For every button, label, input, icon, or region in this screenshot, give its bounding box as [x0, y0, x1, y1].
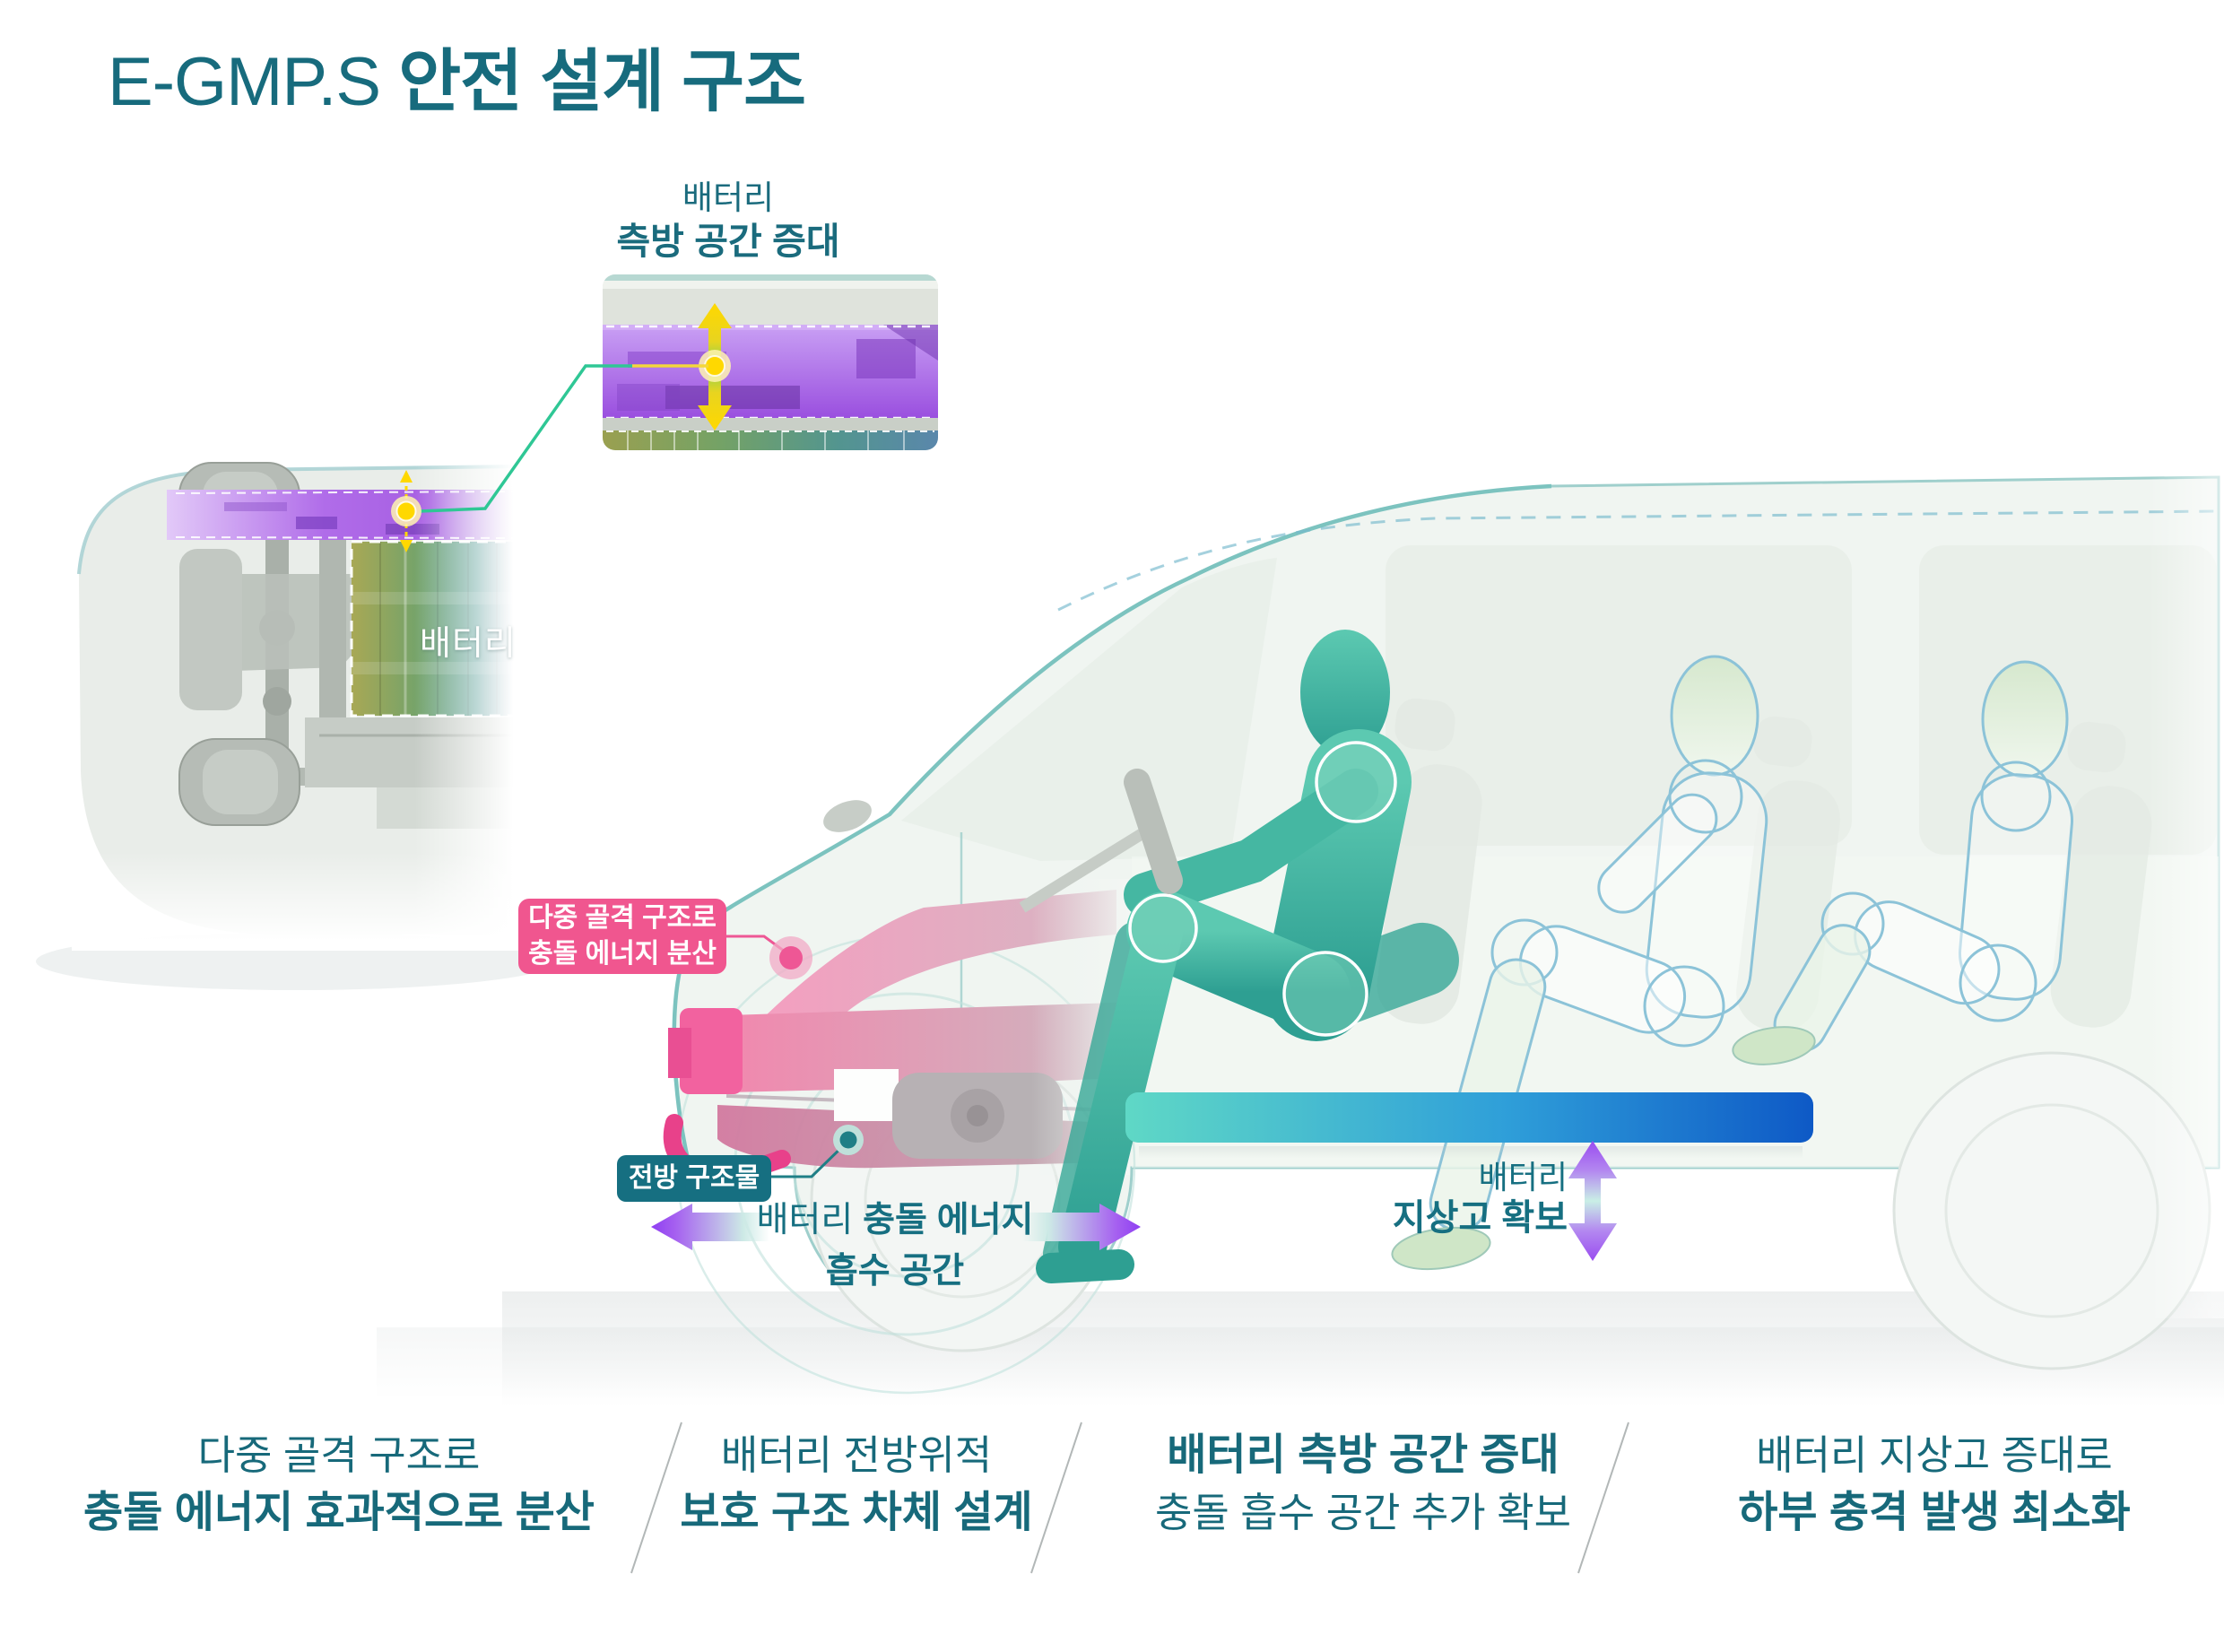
- footer-item-2-line1: 배터리 전방위적: [720, 1432, 993, 1478]
- windshield: [901, 558, 1277, 861]
- side-space-arrow-icon: [698, 303, 732, 430]
- footer-item-2-line2: 보호 구조 차체 설계: [680, 1489, 1033, 1536]
- roof-dashed-line: [1057, 509, 2220, 612]
- title-main: 안전 설계 구조: [398, 44, 806, 120]
- left-crash-arrow-icon: [651, 1204, 769, 1250]
- callout-multi-skeleton-line1: 다중 골격 구조로: [528, 903, 717, 933]
- crash-absorb-word-regular: 배터리: [756, 1201, 864, 1239]
- chassis-wheel-rear: [178, 738, 300, 826]
- driver-dummy: [1036, 630, 1459, 1283]
- teal-callout-connector: [771, 1125, 864, 1178]
- battery-side-inset: [603, 274, 938, 450]
- passenger-dummy-rear: [1732, 660, 2074, 1065]
- footer-item-1-line1: 다중 골격 구조로: [197, 1432, 481, 1478]
- pink-callout-connector: [726, 935, 812, 979]
- footer-item-3-line2: 충돌 흡수 공간 추가 확보: [1154, 1490, 1572, 1535]
- crash-absorb-word-bold: 충돌 에너지: [863, 1201, 1034, 1239]
- steering-wheel: [1019, 769, 1183, 913]
- page-title: E-GMP.S 안전 설계 구조: [108, 44, 806, 120]
- callout-multi-skeleton: 다중 골격 구조로 충돌 에너지 분산: [518, 899, 726, 974]
- side-window-rear: [1919, 545, 2217, 855]
- callout-front-structure: 전방 구조물: [617, 1155, 771, 1202]
- footer-item-4-line2: 하부 충격 발생 최소화: [1738, 1489, 2131, 1536]
- ground-clearance-line1: 배터리: [1478, 1159, 1568, 1196]
- title-prefix: E-GMP.S: [108, 44, 399, 120]
- footer-item-4-line1: 배터리 지상고 증대로: [1756, 1432, 2113, 1478]
- van-side-view: [663, 457, 2224, 1395]
- footer-dividers: [630, 1422, 1629, 1574]
- inset-label: 배터리 측방 공간 증대: [616, 178, 839, 264]
- inset-label-line2: 측방 공간 증대: [616, 221, 840, 262]
- footer-item-2: 배터리 전방위적 보호 구조 차체 설계: [680, 1428, 1032, 1543]
- chassis-battery-label: 배터리: [420, 625, 517, 663]
- side-window-mid: [1386, 545, 1852, 846]
- chassis-top-view: [72, 448, 531, 951]
- callout-ground-clearance: 배터리 지상고 확보: [1393, 1159, 1568, 1239]
- ground-clearance-line2: 지상고 확보: [1392, 1198, 1568, 1238]
- footer-item-3-line1: 배터리 측방 공간 증대: [1167, 1431, 1559, 1479]
- clearance-arrow-icon: [1568, 1141, 1617, 1261]
- inset-label-line1: 배터리: [682, 179, 775, 216]
- footer-item-4: 배터리 지상고 증대로 하부 충격 발생 최소화: [1738, 1428, 2130, 1543]
- footer-item-1: 다중 골격 구조로 충돌 에너지 효과적으로 분산: [83, 1428, 595, 1543]
- footer-item-1-line2: 충돌 에너지 효과적으로 분산: [83, 1489, 595, 1536]
- inset-callout-line: [391, 364, 708, 552]
- crash-absorb-line2: 흡수 공간: [825, 1252, 965, 1291]
- footer-item-3: 배터리 측방 공간 증대 충돌 흡수 공간 추가 확보: [1155, 1428, 1571, 1543]
- crash-space-arrows: [651, 1141, 1617, 1261]
- sill-marker-icon: [391, 470, 421, 552]
- right-crash-arrow-icon: [1022, 1204, 1141, 1250]
- underfloor-battery-bar: [1125, 1092, 1813, 1159]
- callout-multi-skeleton-line2: 충돌 에너지 분산: [528, 939, 717, 969]
- callout-crash-absorb: 배터리 충돌 에너지 흡수 공간: [757, 1195, 1034, 1297]
